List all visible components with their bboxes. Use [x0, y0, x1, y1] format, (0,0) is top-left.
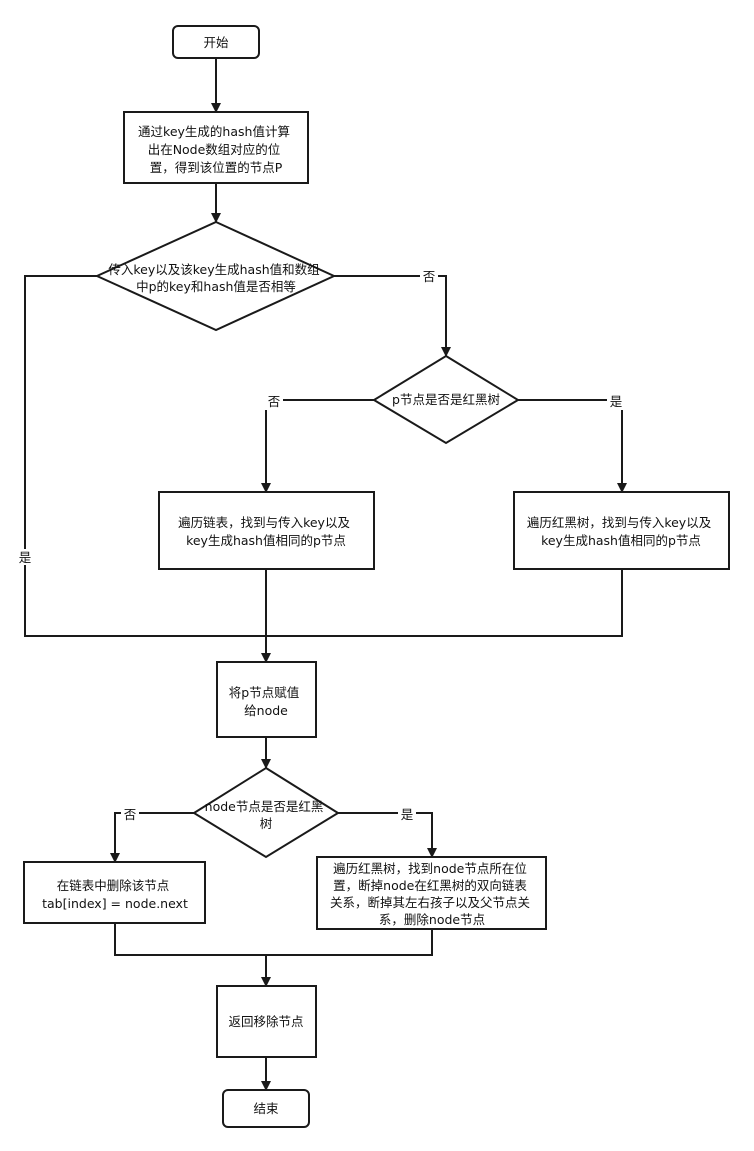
edges	[24, 58, 627, 1091]
edge-label-rbtree-yes: 是	[610, 394, 623, 409]
delete-tree-node: 遍历红黑树，找到node节点所在位 置，断掉node在红黑树的双向链表 关系，断…	[316, 856, 547, 930]
check-node-tree-decision: node节点是否是红黑 树	[192, 766, 340, 859]
traverse-list-label: 遍历链表，找到与传入key以及 key生成hash值相同的p节点	[178, 515, 354, 548]
start-node: 开始	[172, 25, 260, 59]
delete-list-label: 在链表中删除该节点 tab[index] = node.next	[42, 878, 188, 911]
edge-rbtree-yes	[518, 399, 627, 493]
edge-check-no	[334, 275, 451, 357]
traverse-tree-label: 遍历红黑树，找到与传入key以及 key生成hash值相同的p节点	[527, 515, 715, 548]
edge-label-rbtree-no: 否	[268, 394, 281, 409]
delete-list-node: 在链表中删除该节点 tab[index] = node.next	[23, 861, 206, 924]
end-label: 结束	[253, 1101, 279, 1116]
check-rbtree-decision: p节点是否是红黑树	[372, 354, 520, 445]
assign-label: 将p节点赋值 给node	[229, 685, 303, 718]
compute-hash-label: 通过key生成的hash值计算 出在Node数组对应的位 置，得到该位置的节点P	[138, 124, 294, 175]
return-removed-node: 返回移除节点	[216, 985, 317, 1058]
edge-labels: 否 是 否 是 否 是	[16, 268, 625, 823]
start-label: 开始	[203, 35, 229, 50]
edge-delete-merge	[114, 923, 433, 956]
check-equal-label: 传入key以及该key生成hash值和数组 中p的key和hash值是否相等	[108, 262, 323, 294]
edge-rbtree-no	[261, 399, 374, 493]
check-rbtree-label: p节点是否是红黑树	[392, 392, 500, 407]
edge-node-tree-yes	[338, 812, 437, 858]
traverse-list-node: 遍历链表，找到与传入key以及 key生成hash值相同的p节点	[158, 491, 375, 570]
assign-node: 将p节点赋值 给node	[216, 661, 317, 738]
edge-label-equal-no: 否	[423, 269, 436, 284]
check-node-tree-label: node节点是否是红黑 树	[205, 799, 328, 831]
edge-label-equal-yes: 是	[19, 550, 32, 565]
edge-check-yes	[24, 275, 266, 637]
edge-label-node-tree-no: 否	[124, 807, 137, 822]
end-node: 结束	[222, 1089, 310, 1128]
check-equal-decision: 传入key以及该key生成hash值和数组 中p的key和hash值是否相等	[94, 220, 337, 332]
edge-tree-to-merge	[266, 569, 623, 637]
return-removed-label: 返回移除节点	[228, 1014, 303, 1029]
edge-label-node-tree-yes: 是	[401, 807, 414, 822]
traverse-tree-node: 遍历红黑树，找到与传入key以及 key生成hash值相同的p节点	[513, 491, 730, 570]
delete-tree-label: 遍历红黑树，找到node节点所在位 置，断掉node在红黑树的双向链表 关系，断…	[330, 861, 534, 927]
compute-hash-node: 通过key生成的hash值计算 出在Node数组对应的位 置，得到该位置的节点P	[123, 111, 309, 184]
edge-node-tree-no	[110, 812, 194, 863]
